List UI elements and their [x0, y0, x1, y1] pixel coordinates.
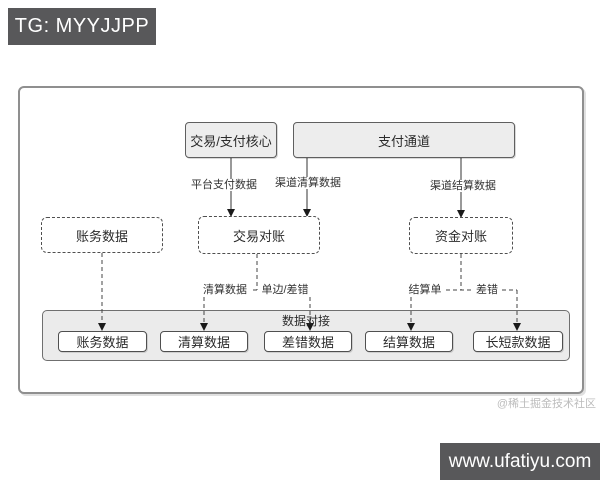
site-url-badge: www.ufatiyu.com — [440, 443, 600, 480]
branch-label-unilateral-error: 单边/差错 — [258, 284, 312, 296]
branch-label-settlement-slip: 结算单 — [405, 284, 445, 296]
tg-badge: TG: MYYJJPP — [8, 8, 156, 45]
flow-label-platform-payment-data: 平台支付数据 — [188, 179, 260, 191]
node-long-short-data-leaf: 长短款数据 — [473, 331, 563, 352]
flow-label-channel-clearing-data: 渠道清算数据 — [272, 177, 344, 189]
node-fund-reconciliation: 资金对账 — [409, 217, 513, 254]
node-payment-core: 交易/支付核心 — [185, 122, 277, 158]
juejin-watermark: @稀土掘金技术社区 — [496, 398, 596, 410]
data-integration-title: 数据对接 — [281, 314, 330, 328]
branch-label-error: 差错 — [473, 284, 501, 296]
node-payment-channel: 支付通道 — [293, 122, 515, 158]
branch-label-clearing-data: 清算数据 — [200, 284, 250, 296]
node-clearing-data-leaf: 清算数据 — [160, 331, 248, 352]
flow-label-channel-settlement-data: 渠道结算数据 — [427, 180, 499, 192]
node-account-data-mid: 账务数据 — [41, 217, 163, 253]
node-error-data-leaf: 差错数据 — [264, 331, 352, 352]
node-trade-reconciliation: 交易对账 — [198, 216, 320, 254]
node-account-data-leaf: 账务数据 — [58, 331, 147, 352]
node-settlement-data-leaf: 结算数据 — [365, 331, 453, 352]
